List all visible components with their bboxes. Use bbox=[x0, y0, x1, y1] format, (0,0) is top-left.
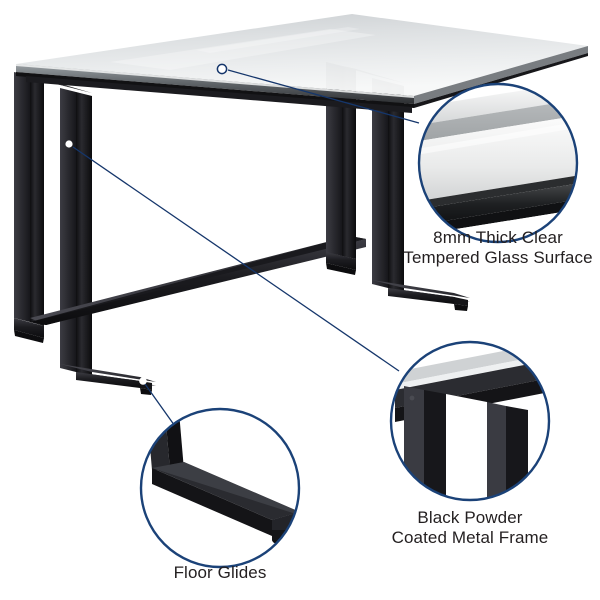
callout-label-glass: 8mm Thick Clear Tempered Glass Surface bbox=[403, 228, 593, 267]
detail-circle-frame bbox=[389, 340, 551, 502]
detail-circle-glass bbox=[417, 82, 579, 244]
callout-label-frame: Black Powder Coated Metal Frame bbox=[391, 508, 549, 547]
left-leg-assembly bbox=[14, 72, 92, 378]
leader-line-glass bbox=[227, 69, 420, 124]
left-rear-glide bbox=[14, 330, 44, 343]
detail-circle-outline bbox=[139, 407, 301, 569]
detail-circle-glides bbox=[139, 407, 301, 569]
right-leg-assembly bbox=[326, 62, 470, 311]
detail-circle-outline bbox=[389, 340, 551, 502]
left-foot-rail bbox=[60, 364, 156, 395]
anchor-ring-icon bbox=[216, 63, 228, 75]
callout-anchors bbox=[65, 63, 228, 385]
callout-label-glides: Floor Glides bbox=[173, 563, 267, 582]
glass-frame-lip bbox=[26, 76, 412, 113]
anchor-dot-icon bbox=[65, 140, 73, 148]
detail-circle-outline bbox=[417, 82, 579, 244]
anchor-dot-icon bbox=[139, 377, 147, 385]
rear-stretcher-rail bbox=[30, 236, 366, 325]
leader-line-frame bbox=[72, 146, 400, 372]
